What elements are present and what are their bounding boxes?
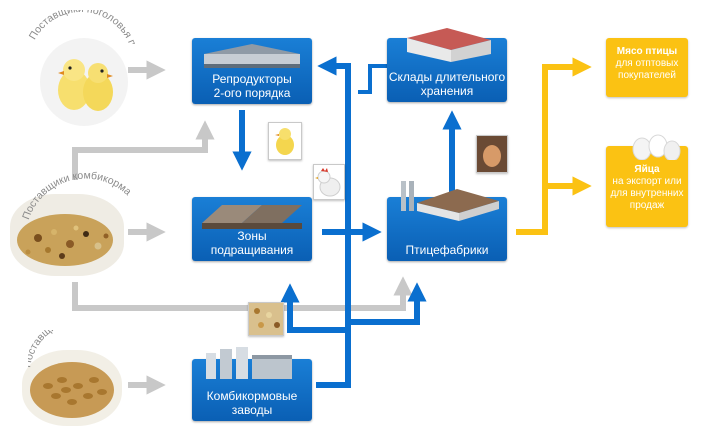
output-meat: Мясо птицы для отптовых покупателей xyxy=(606,38,688,97)
supplier-label-feed: Поставщики комбикорма xyxy=(18,150,134,220)
supplier-label-grain: Поставщики зерна xyxy=(28,330,138,369)
feed-mix-thumb xyxy=(248,302,284,336)
chick-icon xyxy=(58,59,113,111)
hen-thumb xyxy=(313,164,345,200)
feed-photo xyxy=(10,194,124,276)
hen-icon xyxy=(315,168,341,197)
arrow-mill-to-breeders xyxy=(316,56,351,388)
node-breeders: Репродукторы 2-ого порядка xyxy=(192,38,312,104)
node-feedmill: Комбикормовые заводы xyxy=(192,347,312,421)
eggs-icon xyxy=(477,136,507,172)
node-farms: Птицефабрики xyxy=(387,181,507,261)
supplier-label-poultry: Поставщики поголовья птицы xyxy=(25,10,135,44)
node-rearing-label: Зоны подращивания xyxy=(210,229,294,257)
grain-icon xyxy=(30,362,114,418)
feed-mill-icon xyxy=(206,347,292,379)
output-meat-subtitle: для отптовых покупателей xyxy=(615,58,679,81)
arrow-farms-to-outputs xyxy=(516,57,592,235)
node-feedmill-label: Комбикормовые заводы xyxy=(206,389,298,417)
chick-thumb xyxy=(268,122,302,160)
node-farms-label: Птицефабрики xyxy=(405,243,489,257)
poultry-house-icon xyxy=(204,44,300,68)
svg-text:Поставщики зерна: Поставщики зерна xyxy=(28,330,99,369)
grain-photo xyxy=(22,350,122,426)
arrow-feed-to-farms xyxy=(72,276,413,311)
node-storage: Склады длительного хранения xyxy=(387,28,507,102)
arrow-storage-to-breeders xyxy=(358,64,387,94)
node-breeders-label: Репродукторы 2-ого порядка xyxy=(212,72,292,100)
feed-mix-icon xyxy=(249,303,283,335)
arrow-mill-to-rearing xyxy=(280,283,348,333)
eggs-thumb xyxy=(476,135,508,173)
feed-pellets-icon xyxy=(17,214,113,266)
chick-icon xyxy=(275,128,294,155)
arrow-feed-to-breeders xyxy=(72,120,215,180)
svg-text:Поставщики комбикорма: Поставщики комбикорма xyxy=(20,170,134,220)
poultry-farm-icon xyxy=(401,181,499,221)
rearing-house-icon xyxy=(202,205,302,229)
warehouse-icon xyxy=(407,28,491,62)
eggs-icon xyxy=(632,134,681,160)
supplier-feed-text: Поставщики комбикорма xyxy=(20,170,134,220)
node-rearing: Зоны подращивания xyxy=(192,197,312,261)
output-eggs-subtitle: на экспорт или для внутренних продаж xyxy=(610,176,684,211)
node-storage-label: Склады длительного хранения xyxy=(388,70,506,98)
svg-text:Поставщики поголовья птицы: Поставщики поголовья птицы xyxy=(25,10,135,44)
output-eggs-title: Яйца xyxy=(634,164,660,175)
supplier-grain-text: Поставщики зерна xyxy=(28,330,99,369)
supplier-poultry-text: Поставщики поголовья птицы xyxy=(25,10,135,44)
output-meat-title: Мясо птицы xyxy=(616,46,678,57)
output-eggs: Яйца на экспорт или для внутренних прода… xyxy=(606,134,688,227)
chicks-photo xyxy=(40,38,128,126)
arrow-mill-to-farms xyxy=(348,282,427,325)
